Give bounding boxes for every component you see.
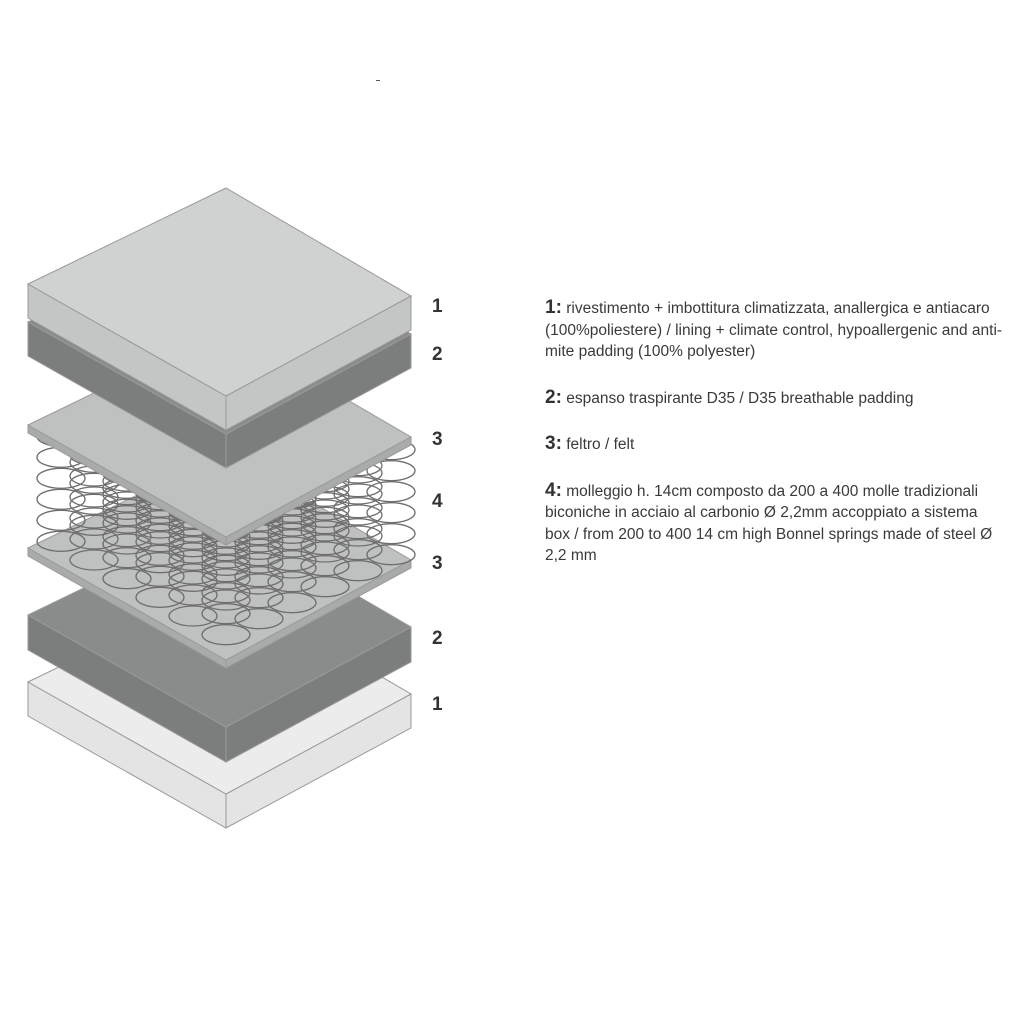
spring-coil	[366, 481, 416, 503]
spring-coil	[36, 467, 86, 489]
legend-number: 4:	[545, 479, 562, 501]
spring-coil	[168, 605, 218, 627]
spring-coil	[267, 592, 317, 614]
stray-mark	[376, 80, 380, 81]
spring-coil	[201, 547, 251, 569]
spring-coil	[366, 523, 416, 545]
legend-entry-3: 3: feltro / felt	[545, 433, 1005, 456]
mattress-layers-diagram	[26, 187, 416, 829]
spring-coil	[168, 563, 218, 585]
spring-coil	[234, 608, 284, 630]
spring-coil	[168, 542, 218, 564]
legend-entry-1: 1: rivestimento + imbottitura climatizza…	[545, 297, 1005, 363]
legend-number: 1:	[545, 297, 562, 318]
legend-number: 2:	[545, 386, 562, 408]
spring-coil	[267, 529, 317, 551]
spring-coil	[366, 460, 416, 482]
spring-coil	[135, 565, 185, 587]
spring-coil	[300, 576, 350, 598]
spring-coil	[234, 566, 284, 588]
spring-coil	[366, 544, 416, 566]
spring-coil	[333, 497, 383, 519]
spring-coil	[135, 586, 185, 608]
spring-coil	[300, 513, 350, 535]
legend: 1: rivestimento + imbottitura climatizza…	[545, 297, 1005, 591]
spring-coil	[135, 523, 185, 545]
legend-entry-4: 4: molleggio h. 14cm composto da 200 a 4…	[545, 480, 1005, 567]
spring-coil	[366, 502, 416, 524]
spring-coil	[102, 568, 152, 590]
layer-label-1-bottom: 1	[432, 694, 443, 715]
spring-coil	[135, 544, 185, 566]
spring-coil	[201, 561, 251, 583]
legend-text: rivestimento + imbottitura climatizzata,…	[545, 300, 1003, 360]
spring-coil	[201, 624, 251, 646]
spring-coil	[234, 587, 284, 609]
top-cover-layer-top-face	[26, 187, 413, 397]
spring-coil	[69, 486, 119, 508]
legend-text: espanso traspirante D35 / D35 breathable…	[566, 389, 914, 407]
spring-coil	[102, 526, 152, 548]
spring-coil	[201, 568, 251, 590]
spring-coil	[102, 547, 152, 569]
spring-coil	[102, 505, 152, 527]
legend-number: 3:	[545, 433, 562, 454]
layer-label-3-bottom: 3	[432, 553, 443, 574]
spring-coil	[267, 550, 317, 572]
layer-label-2-top: 2	[432, 344, 443, 365]
spring-coil	[69, 528, 119, 550]
layer-label-4: 4	[432, 491, 443, 512]
spring-coil	[300, 555, 350, 577]
spring-coil	[333, 539, 383, 561]
spring-coil	[333, 560, 383, 582]
spring-coil	[201, 603, 251, 625]
layer-label-2-bottom: 2	[432, 628, 443, 649]
spring-coil	[168, 584, 218, 606]
spring-coil	[267, 571, 317, 593]
spring-coil	[201, 589, 251, 611]
spring-coil	[234, 545, 284, 567]
spring-coil	[333, 518, 383, 540]
legend-text: feltro / felt	[566, 436, 635, 453]
legend-text: molleggio h. 14cm composto da 200 a 400 …	[545, 482, 993, 565]
layer-label-3-top: 3	[432, 429, 443, 450]
spring-coil	[36, 509, 86, 531]
spring-coil	[69, 507, 119, 529]
legend-entry-2: 2: espanso traspirante D35 / D35 breatha…	[545, 387, 1005, 410]
spring-coil	[201, 582, 251, 604]
spring-coil	[300, 534, 350, 556]
spring-coil	[69, 549, 119, 571]
layer-label-1-top: 1	[432, 296, 443, 317]
spring-coil	[36, 530, 86, 552]
spring-coil	[36, 488, 86, 510]
